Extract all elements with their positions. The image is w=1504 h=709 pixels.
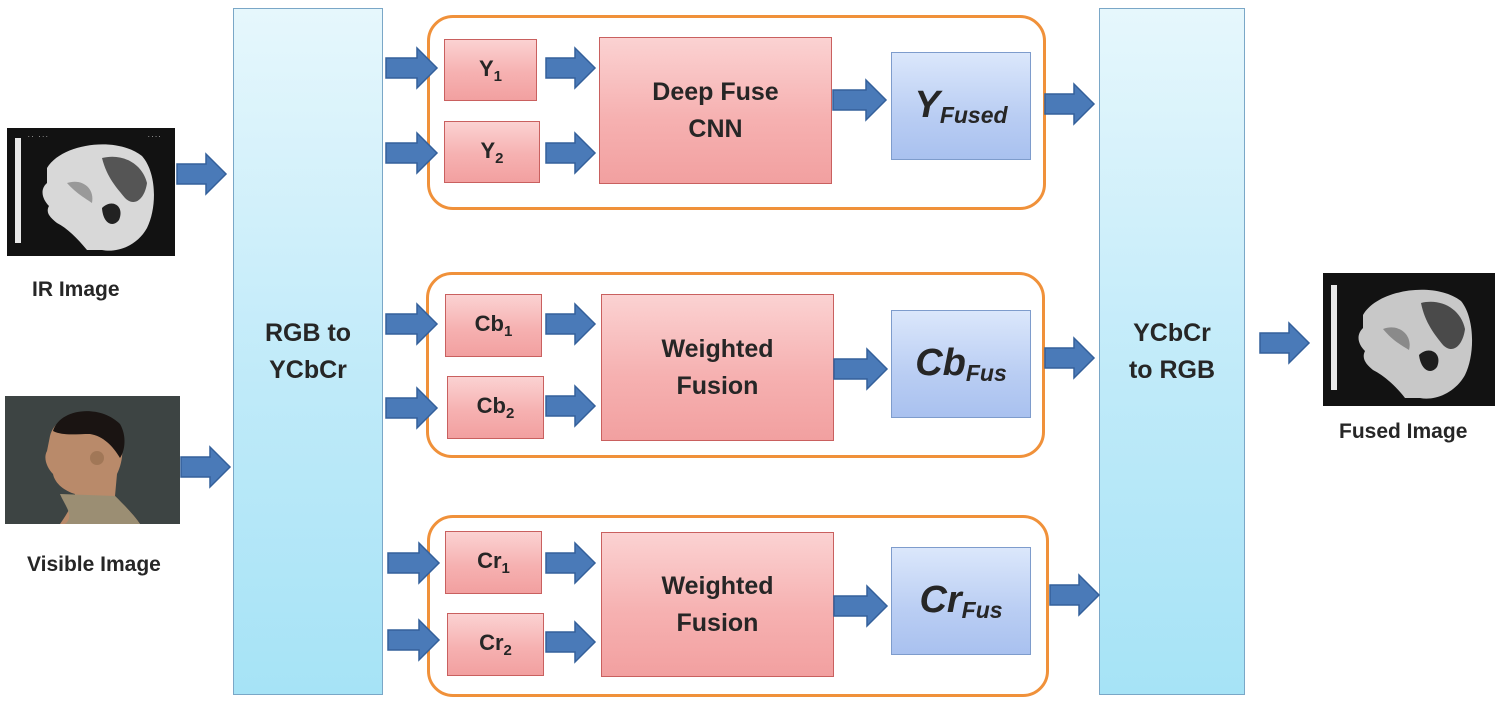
cb-channel-group bbox=[426, 272, 1045, 458]
fused-face-illustration bbox=[1323, 273, 1495, 406]
arrow-crfused-to-converter bbox=[1049, 573, 1101, 617]
cr-channel-group bbox=[427, 515, 1049, 697]
cr2-box: Cr2 bbox=[447, 613, 544, 676]
ir-face-illustration: .. ... .... bbox=[7, 128, 175, 256]
deep-fuse-cnn-line2: CNN bbox=[688, 114, 743, 143]
ycbcr-to-rgb-line1: YCbCr bbox=[1133, 318, 1211, 347]
y2-box: Y2 bbox=[444, 121, 540, 183]
visible-image-caption: Visible Image bbox=[27, 553, 161, 576]
y1-label: Y1 bbox=[478, 55, 503, 85]
arrow-y2-to-cnn bbox=[545, 131, 597, 175]
svg-text:.. ...: .. ... bbox=[27, 132, 49, 139]
y1-box: Y1 bbox=[444, 39, 537, 101]
arrow-cnn-to-yfused bbox=[832, 78, 888, 122]
ycbcr-to-rgb-line2: to RGB bbox=[1128, 355, 1216, 384]
cb-fused-box: CbFus bbox=[891, 310, 1031, 418]
ir-image-caption: IR Image bbox=[32, 278, 120, 301]
y2-label: Y2 bbox=[480, 137, 504, 167]
cb-fused-label: CbFus bbox=[915, 341, 1007, 386]
rgb-to-ycbcr-line2: YCbCr bbox=[269, 355, 347, 384]
cr1-box: Cr1 bbox=[445, 531, 542, 594]
cb-weighted-fusion-line1: Weighted bbox=[661, 334, 774, 363]
arrow-fusion-to-cbfused bbox=[833, 347, 889, 391]
rgb-to-ycbcr-block: RGB to YCbCr bbox=[233, 8, 383, 695]
arrow-cbfused-to-converter bbox=[1044, 336, 1096, 380]
cr-weighted-fusion-box: Weighted Fusion bbox=[601, 532, 834, 677]
arrow-cb1-to-fusion bbox=[545, 302, 597, 346]
cr-fused-box: CrFus bbox=[891, 547, 1031, 655]
fused-image-caption: Fused Image bbox=[1339, 420, 1468, 443]
svg-text:....: .... bbox=[147, 132, 161, 139]
cb2-label: Cb2 bbox=[476, 393, 515, 422]
cr-fused-label: CrFus bbox=[919, 578, 1003, 623]
y-fused-label: YFused bbox=[914, 83, 1008, 128]
arrow-to-y1 bbox=[385, 46, 439, 90]
deep-fuse-cnn-line1: Deep Fuse bbox=[652, 77, 779, 106]
arrow-cr2-to-fusion bbox=[545, 620, 597, 664]
deep-fuse-cnn-box: Deep Fuse CNN bbox=[599, 37, 832, 184]
arrow-to-cb1 bbox=[385, 302, 439, 346]
arrow-to-cr1 bbox=[387, 541, 441, 585]
arrow-visible-to-converter bbox=[180, 445, 232, 489]
arrow-cb2-to-fusion bbox=[545, 384, 597, 428]
arrow-cr1-to-fusion bbox=[545, 541, 597, 585]
arrow-y1-to-cnn bbox=[545, 46, 597, 90]
visible-face-illustration bbox=[5, 396, 180, 524]
arrow-to-cb2 bbox=[385, 386, 439, 430]
rgb-to-ycbcr-line1: RGB to bbox=[264, 318, 352, 347]
cr-weighted-fusion-line2: Fusion bbox=[676, 608, 759, 637]
cb1-box: Cb1 bbox=[445, 294, 542, 357]
ycbcr-to-rgb-block: YCbCr to RGB bbox=[1099, 8, 1245, 695]
visible-image bbox=[5, 396, 180, 524]
cr1-label: Cr1 bbox=[477, 548, 510, 577]
arrow-to-y2 bbox=[385, 131, 439, 175]
arrow-yfused-to-converter bbox=[1044, 82, 1096, 126]
arrow-ir-to-converter bbox=[176, 152, 228, 196]
fused-image bbox=[1323, 273, 1495, 406]
cb-weighted-fusion-line2: Fusion bbox=[676, 371, 759, 400]
cb2-box: Cb2 bbox=[447, 376, 544, 439]
cr2-label: Cr2 bbox=[479, 630, 512, 659]
arrow-fusion-to-crfused bbox=[833, 584, 889, 628]
ir-image: .. ... .... bbox=[7, 128, 175, 256]
cr-weighted-fusion-line1: Weighted bbox=[661, 571, 774, 600]
arrow-to-cr2 bbox=[387, 618, 441, 662]
cb1-label: Cb1 bbox=[474, 311, 513, 340]
arrow-converter-to-fused bbox=[1259, 321, 1311, 365]
cb-weighted-fusion-box: Weighted Fusion bbox=[601, 294, 834, 441]
y-fused-box: YFused bbox=[891, 52, 1031, 160]
